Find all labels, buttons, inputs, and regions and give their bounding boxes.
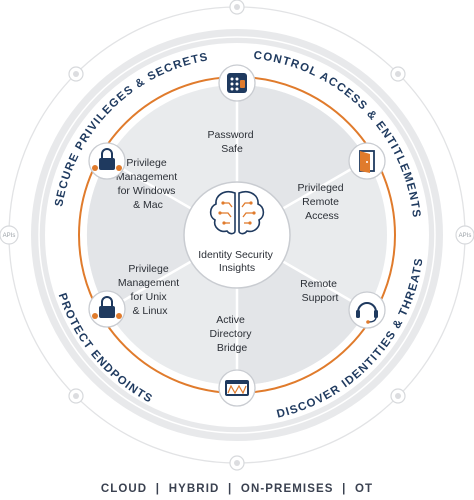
window-bridge-icon	[218, 369, 256, 407]
keypad-lock-icon	[218, 64, 256, 102]
api-label-left: APIs	[3, 233, 16, 239]
center-hub: Identity Security Insights	[183, 181, 291, 289]
outer-ring-nodes	[68, 0, 406, 471]
segment-label-pm-windows-mac: Privilege Management for Windows & Mac	[116, 157, 180, 211]
center-label: Identity Security Insights	[198, 249, 276, 274]
api-label-right: APIs	[459, 233, 472, 239]
door-icon	[348, 142, 386, 180]
band-separator	[38, 36, 436, 434]
brain-circuit-icon	[209, 190, 265, 235]
padlock-gear-icon	[88, 142, 126, 180]
segment-label-active-directory-bridge: Active Directory Bridge	[210, 314, 255, 354]
segment-label-privileged-remote-access: Privileged Remote Access	[297, 182, 346, 222]
padlock-gear-icon	[88, 290, 126, 328]
api-node-left: APIs	[0, 225, 19, 245]
segment-label-password-safe: Password Safe	[207, 129, 256, 155]
deployment-footer: CLOUD | HYBRID | ON-PREMISES | OT	[101, 483, 373, 495]
segment-label-pm-unix-linux: Privilege Management for Unix & Linux	[118, 263, 182, 317]
segment-label-remote-support: Remote Support	[300, 278, 340, 304]
api-node-right: APIs	[455, 225, 474, 245]
headset-icon	[348, 291, 386, 329]
